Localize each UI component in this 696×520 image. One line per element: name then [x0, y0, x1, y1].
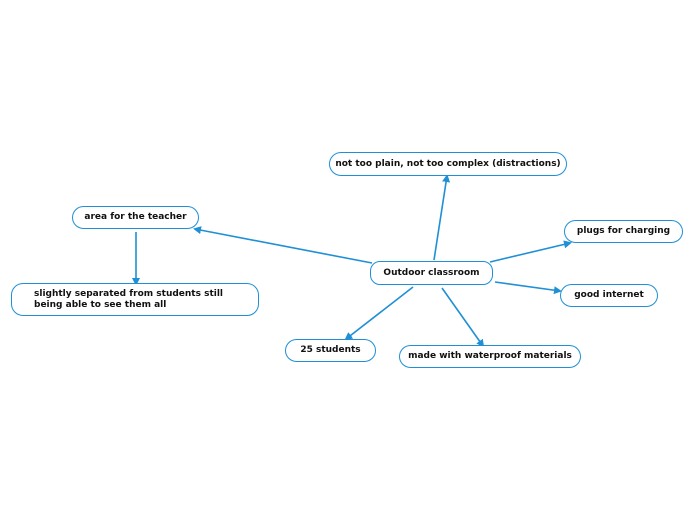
node-label: 25 students [300, 345, 361, 355]
node-separated[interactable]: slightly separated from students still b… [11, 283, 259, 316]
node-label: slightly separated from students still b… [34, 288, 224, 310]
node-not-too-plain[interactable]: not too plain, not too complex (distract… [329, 152, 567, 176]
node-label: area for the teacher [84, 212, 187, 222]
connector-to-internet [494, 281, 562, 295]
central-topic[interactable]: Outdoor classroom [370, 261, 493, 285]
node-label: good internet [574, 290, 644, 300]
connector-to-plugs [489, 240, 572, 263]
connector-to-students [344, 286, 414, 341]
node-waterproof[interactable]: made with waterproof materials [399, 345, 581, 368]
node-plugs[interactable]: plugs for charging [564, 220, 683, 243]
node-internet[interactable]: good internet [560, 284, 658, 307]
connector-to-area-teacher [193, 226, 373, 264]
node-label: made with waterproof materials [408, 351, 572, 361]
node-area-teacher[interactable]: area for the teacher [72, 206, 199, 229]
node-label: plugs for charging [576, 226, 671, 236]
node-label: not too plain, not too complex (distract… [335, 158, 561, 169]
node-students[interactable]: 25 students [285, 339, 376, 362]
central-topic-label: Outdoor classroom [383, 267, 480, 278]
connector-to-not-too-plain [433, 174, 451, 261]
connector-to-waterproof [441, 287, 485, 348]
